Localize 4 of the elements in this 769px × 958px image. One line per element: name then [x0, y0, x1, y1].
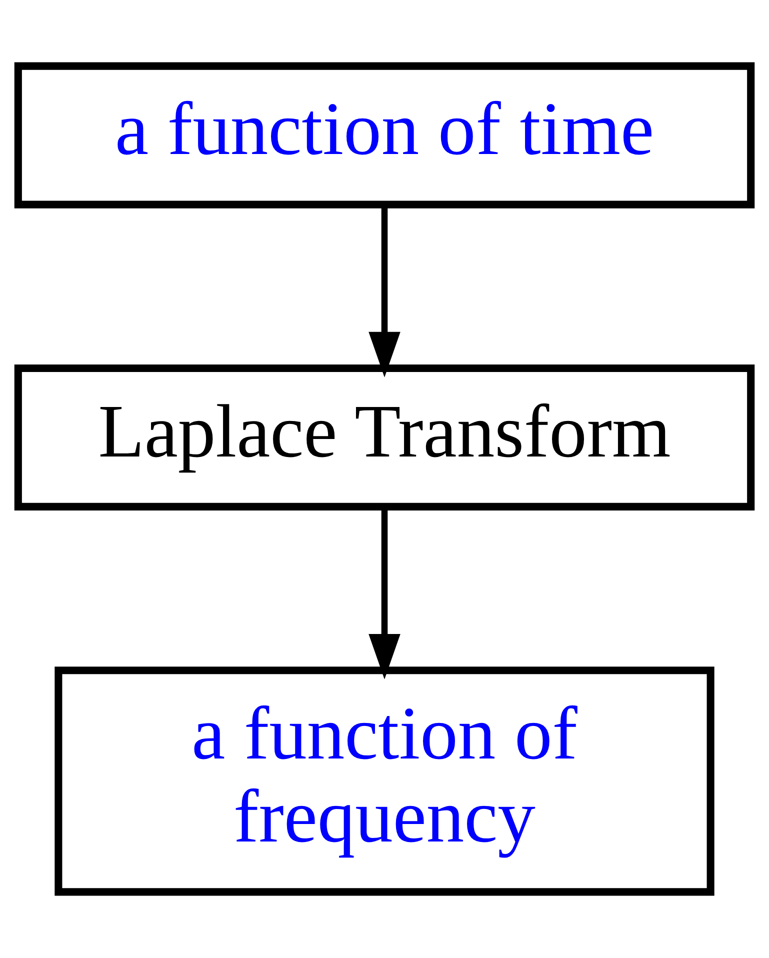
- arrow: [368, 205, 400, 378]
- node-box: a function of time: [14, 62, 755, 208]
- node-box: a function of frequency: [54, 666, 714, 896]
- node-box: Laplace Transform: [14, 364, 755, 510]
